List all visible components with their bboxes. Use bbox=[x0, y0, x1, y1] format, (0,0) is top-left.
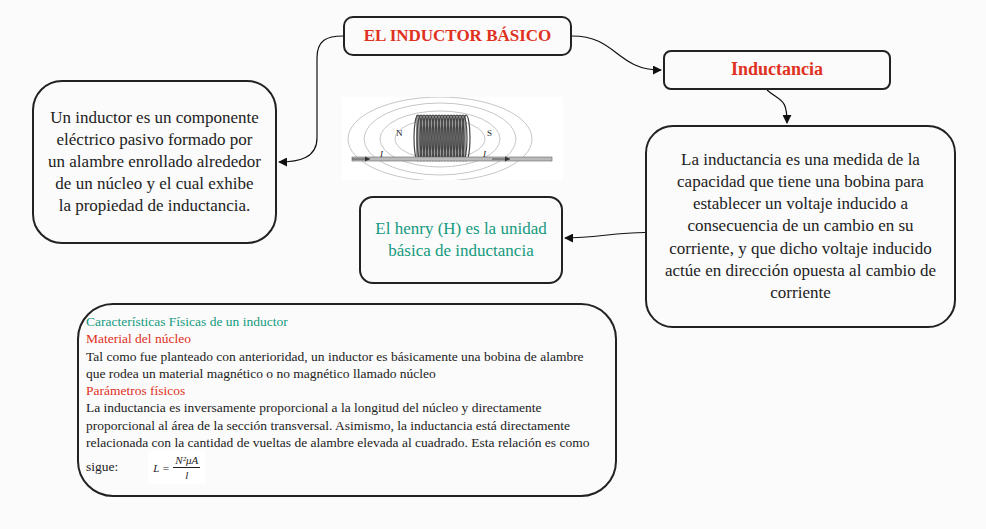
connector bbox=[572, 36, 661, 70]
formula-numerator: N²μA bbox=[173, 453, 200, 468]
connector bbox=[767, 90, 787, 123]
node-text: Parámetros físicos bbox=[86, 382, 601, 399]
pole-label: S bbox=[487, 129, 492, 138]
node-text: Tal como fue planteado con anterioridad,… bbox=[86, 348, 601, 383]
fraction: N²μAl bbox=[173, 453, 200, 482]
formula-denominator: l bbox=[185, 468, 188, 482]
definition-box: La inductancia es una medida de la capac… bbox=[645, 125, 956, 328]
unit-box: El henry (H) es la unidad básica de indu… bbox=[359, 196, 563, 284]
formula-part: L = bbox=[153, 461, 169, 475]
coil-windings bbox=[414, 115, 470, 161]
field-lines bbox=[348, 97, 532, 180]
definition-box: Un inductor es un componente eléctrico p… bbox=[32, 80, 277, 244]
title-box: EL INDUCTOR BÁSICO bbox=[343, 16, 572, 56]
connector bbox=[565, 233, 645, 239]
pole-label: N bbox=[396, 129, 403, 138]
node-text: Un inductor es un componente eléctrico p… bbox=[48, 107, 261, 217]
coil-turn bbox=[462, 115, 470, 161]
node-text: El henry (H) es la unidad básica de indu… bbox=[373, 218, 549, 262]
current-label: I bbox=[380, 150, 383, 159]
connector bbox=[279, 36, 343, 162]
node-text: Inductancia bbox=[675, 58, 879, 81]
node-text: La inductancia es una medida de la capac… bbox=[657, 149, 944, 304]
current-label: I bbox=[483, 150, 486, 159]
node-text: EL INDUCTOR BÁSICO bbox=[355, 25, 560, 47]
concept-box: Inductancia bbox=[663, 50, 891, 90]
node-text: Material del núcleo bbox=[86, 330, 601, 347]
text-line: La inductancia es inversamente proporcio… bbox=[86, 399, 601, 484]
coil-illustration bbox=[342, 97, 563, 180]
formula: L = N²μAl bbox=[148, 451, 205, 484]
detail-box: Características Físicas de un inductorMa… bbox=[77, 303, 617, 497]
illustration-ground bbox=[342, 97, 563, 180]
heading-text: Características Físicas de un inductor bbox=[86, 313, 601, 330]
